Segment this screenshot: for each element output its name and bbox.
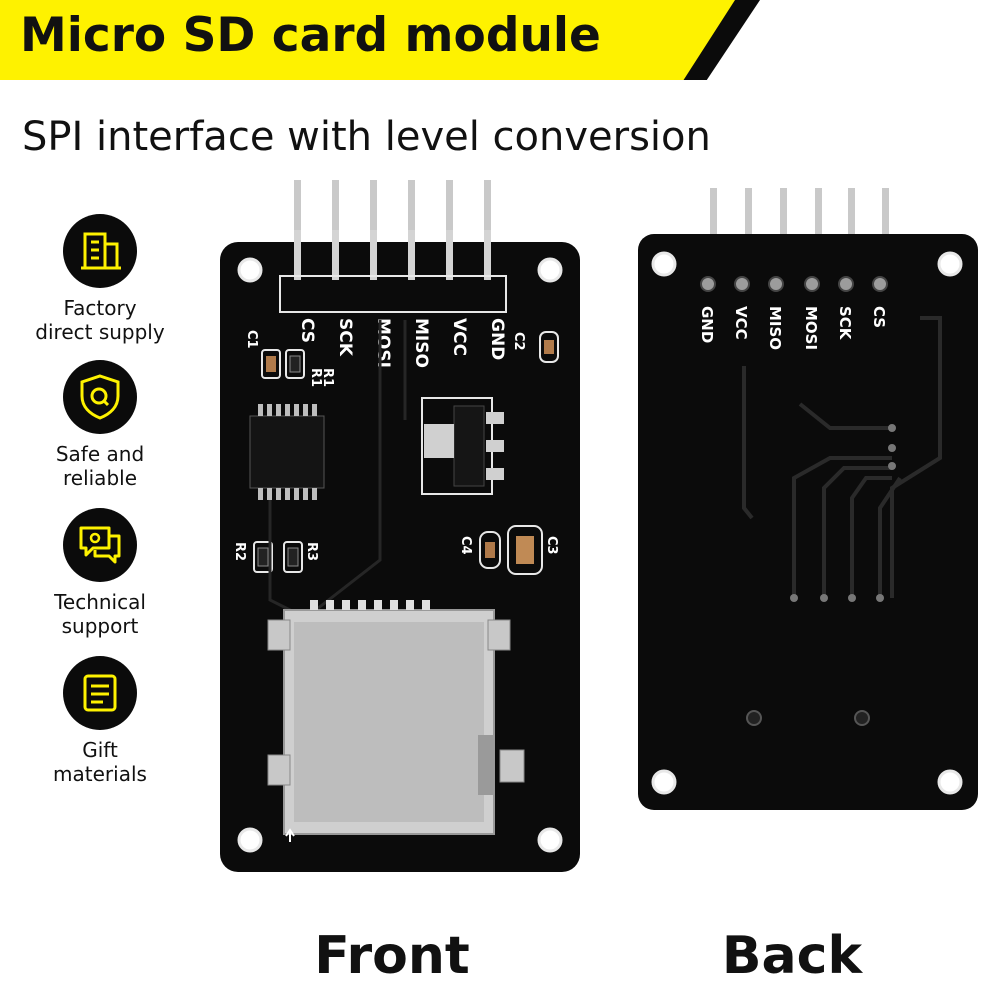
document-icon [63, 656, 137, 730]
smd-components [253, 331, 559, 575]
label-c3: C3 [544, 536, 559, 555]
micro-sd-slot [267, 600, 525, 835]
label-r1: R1 [308, 368, 323, 387]
label-r3: R3 [304, 542, 319, 561]
pin-label-vcc: VCC [449, 318, 469, 356]
page-subtitle: SPI interface with level conversion [22, 114, 711, 160]
feature-factory: Factory direct supply [0, 214, 200, 344]
pin-label-mosi: MOSI [373, 318, 393, 368]
back-caption: Back [721, 926, 863, 986]
level-shifter-chip [249, 404, 325, 500]
factory-building-icon [63, 214, 137, 288]
feature-safe: Safe and reliable [0, 360, 200, 490]
label-c1: C1 [244, 330, 259, 349]
banner-highlight [0, 0, 735, 80]
pin-label-sck: SCK [335, 318, 355, 357]
back-board-image: GND VCC MISO MOSI SCK CS [638, 188, 978, 810]
back-pin-label-vcc: VCC [732, 306, 750, 340]
chat-support-icon [63, 508, 137, 582]
pin-label-gnd: GND [487, 318, 507, 360]
label-c2: C2 [511, 332, 526, 351]
pin-label-cs: CS [297, 318, 317, 343]
label-r2: R2 [232, 542, 247, 561]
back-pin-label-miso: MISO [766, 306, 784, 350]
voltage-regulator [421, 397, 504, 495]
back-pin-label-gnd: GND [698, 306, 716, 343]
shield-icon [63, 360, 137, 434]
feature-label: Gift materials [53, 738, 147, 786]
label-r1b: R1 [320, 368, 335, 387]
front-board-image: CS SCK MOSI MISO VCC GND C1 C2 R1 R1 R2 … [220, 180, 580, 872]
front-caption: Front [314, 926, 470, 986]
feature-label: Safe and reliable [55, 442, 145, 490]
feature-label: Factory direct supply [35, 296, 165, 344]
feature-gift: Gift materials [0, 656, 200, 786]
back-pin-label-mosi: MOSI [802, 306, 820, 350]
back-pin-label-cs: CS [870, 306, 888, 328]
feature-support: Technical support [0, 508, 200, 638]
page-title: Micro SD card module [20, 8, 601, 63]
feature-label: Technical support [54, 590, 146, 638]
back-traces [742, 316, 942, 598]
header-banner: Micro SD card module [0, 0, 1000, 80]
back-pin-label-sck: SCK [836, 306, 854, 341]
label-c4: C4 [458, 536, 473, 555]
pcb [638, 234, 978, 810]
pin-label-miso: MISO [411, 318, 431, 368]
